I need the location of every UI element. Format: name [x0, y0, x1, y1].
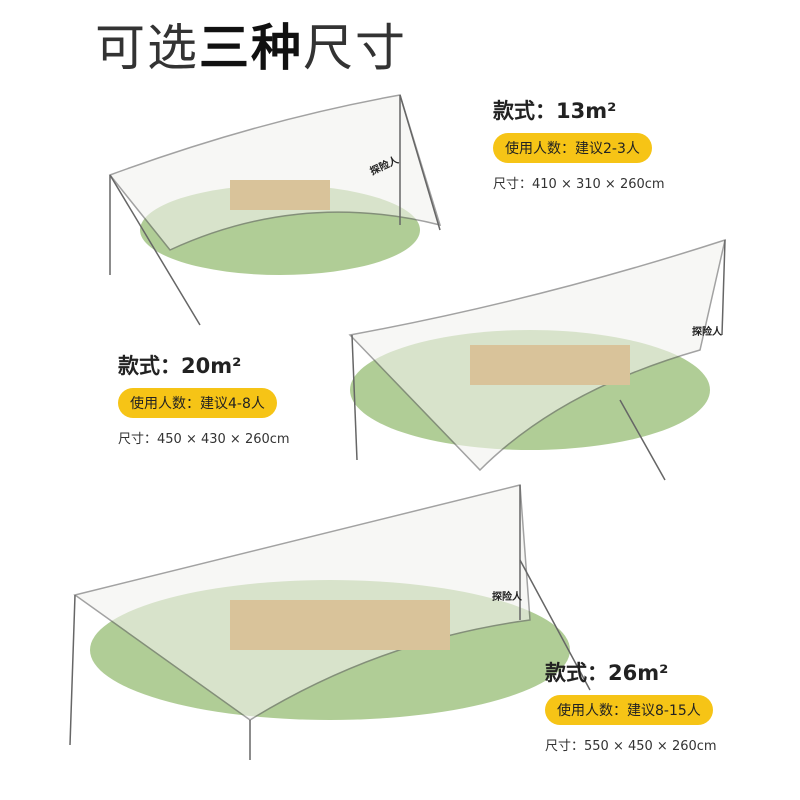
spec-size: 尺寸：410 × 310 × 260cm: [493, 177, 665, 192]
spec-size: 尺寸：550 × 450 × 260cm: [545, 739, 717, 754]
spec-name: 款式：26m²: [545, 661, 669, 685]
logo: 探险人: [692, 325, 723, 338]
tarp-small: [108, 94, 442, 326]
spec-20m2: 款式：20m² 使用人数：建议4-8人 尺寸：450 × 430 × 260cm: [118, 350, 290, 447]
people-badge: 使用人数：建议4-8人: [118, 388, 277, 418]
logo: 探险人: [492, 590, 523, 603]
tarp-medium: [348, 238, 727, 481]
title-part: 可选: [95, 19, 199, 77]
people-badge: 使用人数：建议2-3人: [493, 133, 652, 163]
title-part: 尺寸: [303, 19, 407, 77]
tarp-large: [69, 484, 591, 760]
spec-name: 款式：13m²: [493, 99, 617, 123]
spec-name: 款式：20m²: [118, 354, 242, 378]
title-bold: 三种: [199, 19, 303, 77]
page-title: 可选三种尺寸: [95, 8, 407, 80]
spec-size: 尺寸：450 × 430 × 260cm: [118, 432, 290, 447]
people-badge: 使用人数：建议8-15人: [545, 695, 713, 725]
spec-26m2: 款式：26m² 使用人数：建议8-15人 尺寸：550 × 450 × 260c…: [545, 657, 717, 754]
spec-13m2: 款式：13m² 使用人数：建议2-3人 尺寸：410 × 310 × 260cm: [493, 95, 665, 192]
